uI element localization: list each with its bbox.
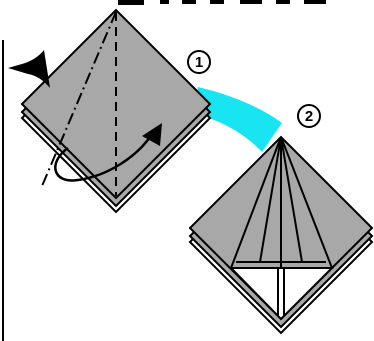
step-1-figure: [8, 10, 210, 212]
step-2-number: 2: [305, 108, 313, 125]
step-1-badge: 1: [188, 51, 210, 73]
clipped-top-text: [118, 0, 326, 5]
step-2-badge: 2: [298, 105, 320, 127]
step-1-number: 1: [195, 54, 203, 71]
step-2-figure: [190, 137, 372, 333]
